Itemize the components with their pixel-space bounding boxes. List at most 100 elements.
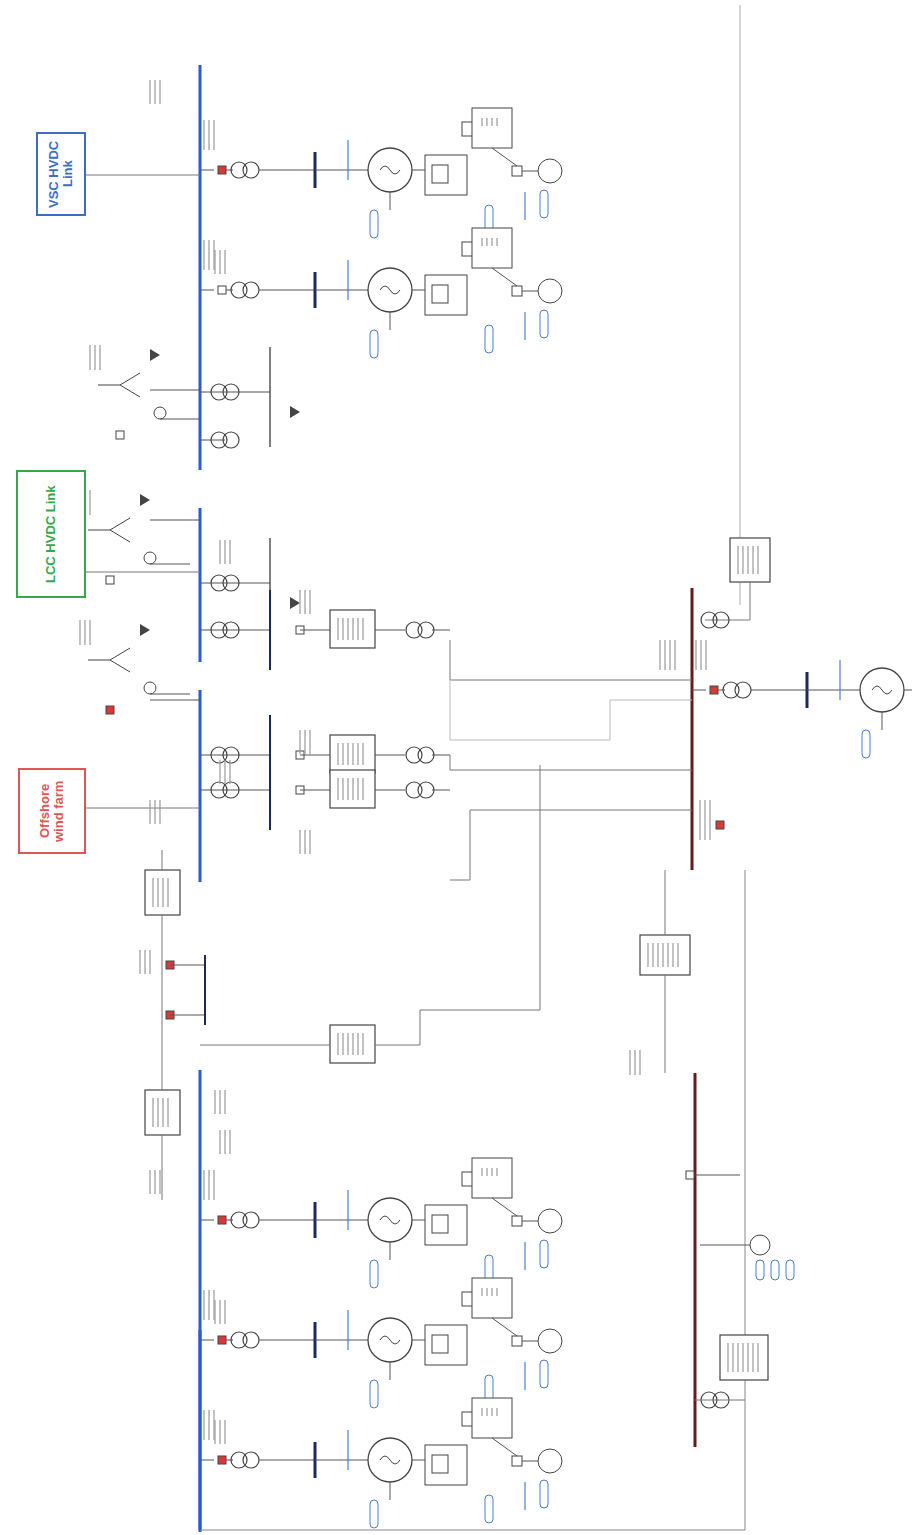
tiny-annotation (224, 1420, 225, 1444)
line-model-box (640, 935, 690, 975)
wire (160, 419, 200, 420)
tiny-annotation (357, 778, 358, 800)
prime-mover (538, 1209, 562, 1233)
busbar (269, 347, 271, 447)
governor-box (472, 228, 512, 268)
tiny-annotation (214, 1300, 215, 1324)
tiny-annotation (496, 1288, 497, 1296)
transformer-winding (223, 384, 239, 400)
tiny-annotation (149, 80, 150, 104)
wire (412, 1220, 425, 1221)
circuit-breaker (686, 1171, 694, 1179)
wire (226, 1460, 233, 1461)
tiny-annotation (337, 1033, 338, 1055)
load-arrow (290, 597, 300, 609)
tiny-annotation (203, 240, 204, 270)
wire (259, 290, 315, 291)
tiny-annotation (362, 1033, 363, 1055)
tiny-annotation (362, 778, 363, 800)
wire (300, 630, 330, 631)
transmission-line (665, 975, 666, 1073)
tiny-annotation (89, 345, 90, 370)
wire (226, 290, 233, 291)
tiny-annotation (481, 238, 482, 246)
transmission-line (705, 582, 750, 620)
tiny-annotation (347, 778, 348, 800)
busbar (199, 1330, 202, 1530)
machine-symbol (380, 166, 400, 174)
tiny-annotation (299, 590, 300, 614)
wire (522, 171, 538, 172)
tiny-annotation (94, 345, 95, 370)
line-model-box (330, 1025, 375, 1063)
tiny-annotation (224, 1130, 225, 1154)
wire (390, 1242, 391, 1260)
tiny-annotation (214, 1420, 215, 1444)
tiny-annotation (159, 800, 160, 824)
tiny-annotation (219, 540, 220, 564)
tiny-annotation (752, 546, 753, 574)
tiny-annotation (491, 1288, 492, 1296)
tiny-annotation (162, 878, 163, 907)
busbar (269, 750, 271, 830)
transformer-winding (243, 1452, 259, 1468)
wire (751, 690, 807, 691)
wire (807, 690, 860, 691)
circuit-breaker (106, 576, 114, 584)
wire (150, 694, 190, 695)
wire (375, 790, 405, 791)
tiny-annotation (524, 1242, 525, 1270)
tiny-annotation (486, 1288, 487, 1296)
tiny-annotation (491, 118, 492, 126)
wire (390, 192, 391, 210)
tiny-annotation (347, 1190, 348, 1230)
tiny-annotation (352, 778, 353, 800)
tiny-annotation (219, 760, 220, 784)
wire (412, 1460, 425, 1461)
busbar (199, 65, 202, 470)
machine-symbol (380, 1216, 400, 1224)
tiny-annotation (229, 760, 230, 784)
tiny-annotation (203, 1170, 204, 1200)
synchronous-machine (368, 1318, 412, 1362)
transformer-winding (418, 622, 434, 638)
tiny-annotation (657, 943, 658, 967)
wire (492, 1438, 517, 1456)
tag-pill (370, 1500, 378, 1528)
tiny-annotation (224, 250, 225, 274)
tiny-annotation (747, 546, 748, 574)
tiny-annotation (481, 1168, 482, 1176)
tiny-annotation (309, 730, 310, 754)
tiny-annotation (159, 80, 160, 104)
hvdc-box: LCC HVDC Link (16, 470, 86, 598)
tag-pill (786, 1260, 794, 1280)
transformer-winding (243, 282, 259, 298)
tiny-annotation (737, 1343, 738, 1372)
transmission-line (450, 810, 692, 880)
wire (200, 1460, 214, 1461)
feeder (85, 175, 200, 176)
summing-box (512, 286, 522, 296)
tiny-annotation (84, 620, 85, 645)
transformer-winding (223, 622, 239, 638)
circuit-breaker (218, 1216, 226, 1224)
transmission-line (200, 870, 745, 1530)
tiny-annotation (357, 1033, 358, 1055)
tiny-annotation (491, 1168, 492, 1176)
transmission-line (450, 755, 692, 770)
tiny-annotation (219, 1090, 220, 1114)
tiny-annotation (154, 800, 155, 824)
tiny-annotation (229, 540, 230, 564)
exciter-inner (432, 1335, 448, 1353)
box-label: LCC HVDC Link (44, 485, 58, 583)
circuit-breaker (716, 821, 724, 829)
exciter-box (425, 1205, 467, 1245)
governor-box (472, 1278, 512, 1318)
tiny-annotation (486, 238, 487, 246)
machine-symbol (872, 686, 892, 694)
synchronous-machine (368, 1438, 412, 1482)
tiny-annotation (709, 800, 710, 840)
tiny-annotation (347, 1310, 348, 1350)
wire (315, 1460, 368, 1461)
